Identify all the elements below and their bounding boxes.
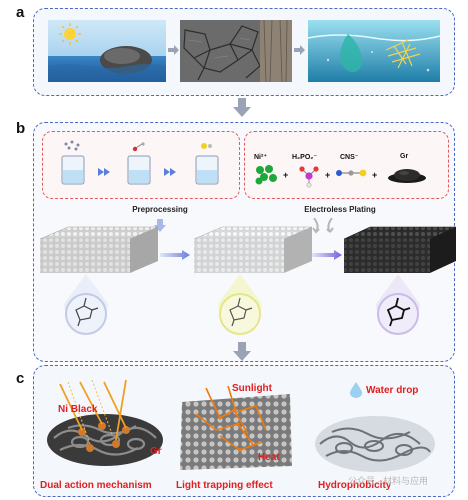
underwater-evaporation-image (308, 20, 440, 82)
preprocessing-down-arrow (154, 219, 166, 232)
panel-a-arrow-2 (294, 45, 305, 55)
thiocyanate-label: CNS⁻ (340, 154, 359, 161)
light-trapping-caption: Light trapping effect (176, 480, 273, 491)
panel-c-letter: c (16, 370, 25, 387)
hydrophobicity-illustration (315, 416, 435, 472)
sponge-block-pretreated (193, 226, 312, 273)
sea-sun-image (48, 20, 166, 82)
preprocessing-caption: Preprocessing (132, 205, 188, 214)
sem-micrograph-image (180, 20, 292, 82)
panel-a-letter: a (16, 4, 25, 21)
magnifier-pretreated (218, 274, 262, 335)
arrow-a-to-b (233, 98, 251, 117)
water-drop-label: Water drop (366, 385, 419, 396)
plus-3: + (372, 170, 378, 180)
panel-a-arrow-1 (168, 45, 179, 55)
light-trapping-illustration (180, 385, 292, 470)
arrow-b-to-c (233, 342, 251, 361)
beaker-2 (127, 142, 151, 185)
sunlight-label: Sunlight (232, 383, 272, 394)
flow-arrow-2 (312, 250, 342, 260)
plus-1: + (283, 170, 289, 180)
water-drop-icon (350, 382, 362, 398)
hypophosphite-label: H₂PO₂⁻ (292, 154, 318, 161)
sponge-block-raw (39, 226, 158, 273)
magnifier-raw (64, 274, 108, 335)
ni-ion-label: Ni²⁺ (254, 154, 268, 161)
hydrophobicity-caption: Hydrophobicity (318, 480, 392, 491)
ni-ions-cluster-icon (255, 165, 277, 185)
thiocyanate-molecule-icon (336, 169, 367, 177)
flow-arrow-1 (160, 250, 190, 260)
heat-label: Heat (258, 452, 280, 463)
plus-2: + (325, 170, 331, 180)
sponge-block-plated (343, 226, 456, 273)
watermark-text: 公众号 · 材料与应用 (348, 476, 428, 486)
panel-b-letter: b (16, 120, 26, 137)
plating-curved-arrows (312, 218, 334, 234)
hypophosphite-molecule-icon (299, 166, 319, 188)
graphite-label: Gr (400, 153, 409, 160)
plating-caption: Electroless Plating (304, 205, 376, 214)
process-arrow-1 (98, 168, 110, 176)
beaker-3 (195, 143, 219, 185)
beaker-1 (61, 140, 85, 185)
magnifier-plated (376, 274, 420, 335)
ni-black-label: Ni Black (58, 404, 98, 415)
process-arrow-2 (164, 168, 176, 176)
reagents-box (244, 131, 449, 199)
graphite-powder-icon (388, 169, 426, 183)
dual-action-illustration (47, 379, 163, 466)
gr-label: Gr (150, 446, 162, 457)
dual-action-caption: Dual action mechanism (40, 480, 152, 491)
